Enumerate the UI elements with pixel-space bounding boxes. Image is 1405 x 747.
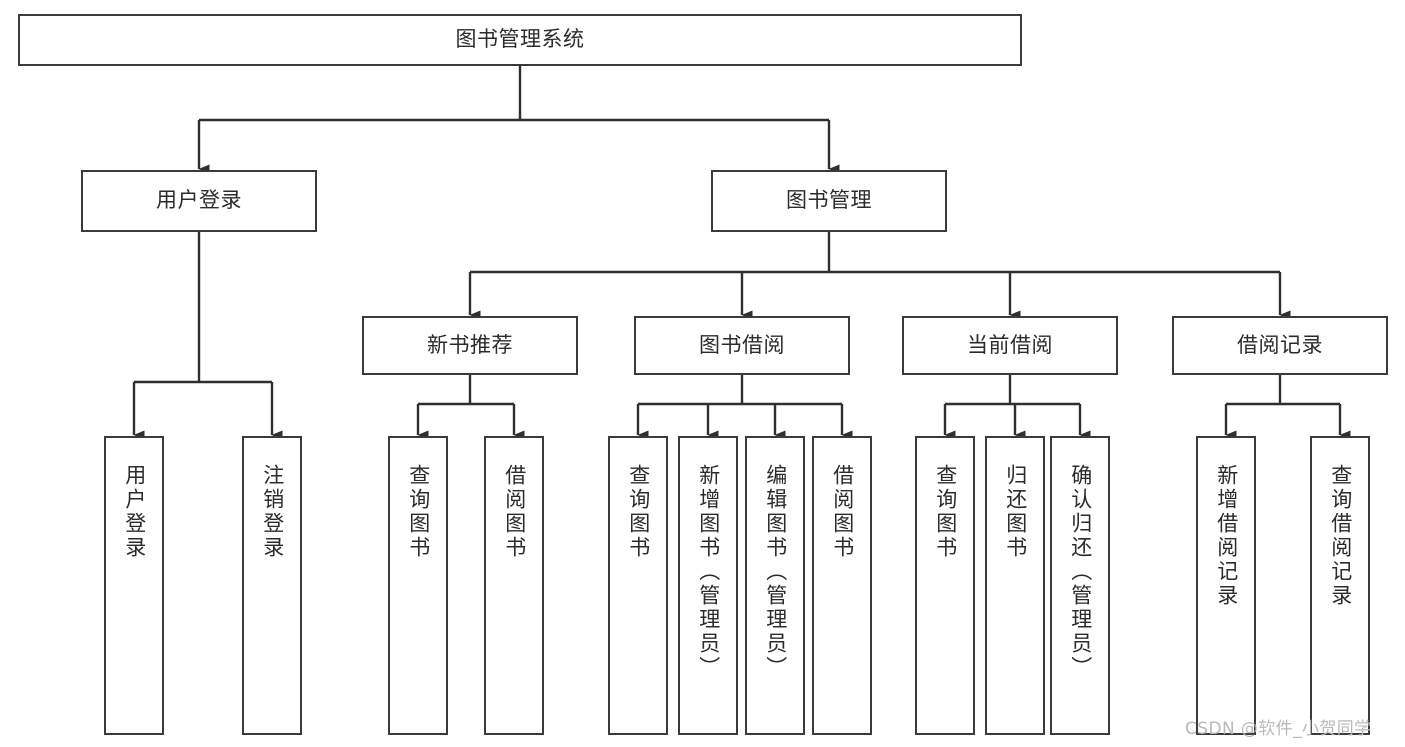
node-leaf-borrow-book-2[interactable]: 借阅图书 [812,436,872,735]
node-label: 图书管理 [786,188,872,213]
node-root-system[interactable]: 图书管理系统 [18,14,1022,66]
node-label: 新增借阅记录 [1214,464,1239,608]
node-new-book-recommend[interactable]: 新书推荐 [362,316,578,375]
node-label: 借阅记录 [1237,332,1323,357]
node-label: 注销登录 [260,464,285,560]
node-leaf-add-record[interactable]: 新增借阅记录 [1196,436,1256,735]
node-leaf-query-book-2[interactable]: 查询图书 [608,436,668,735]
node-current-borrow[interactable]: 当前借阅 [902,316,1118,375]
node-label: 新书推荐 [427,332,513,357]
node-label: 借阅图书 [502,464,527,560]
node-label: 用户登录 [122,464,147,560]
node-leaf-query-book-1[interactable]: 查询图书 [388,436,448,735]
node-label: 图书管理系统 [455,27,585,52]
node-leaf-query-record[interactable]: 查询借阅记录 [1310,436,1370,735]
node-leaf-return-book[interactable]: 归还图书 [985,436,1045,735]
node-leaf-add-book[interactable]: 新增图书（管理员） [678,436,738,735]
node-leaf-borrow-book-1[interactable]: 借阅图书 [484,436,544,735]
node-label: 新增图书（管理员） [696,464,721,680]
node-leaf-user-login[interactable]: 用户登录 [104,436,164,735]
node-label: 查询图书 [626,464,651,560]
node-borrow-record[interactable]: 借阅记录 [1172,316,1388,375]
node-label: 归还图书 [1003,464,1028,560]
node-label: 确认归还（管理员） [1068,464,1093,680]
node-leaf-edit-book[interactable]: 编辑图书（管理员） [745,436,805,735]
node-leaf-confirm-return[interactable]: 确认归还（管理员） [1050,436,1110,735]
node-label: 查询图书 [406,464,431,560]
node-leaf-logout[interactable]: 注销登录 [242,436,302,735]
node-label: 编辑图书（管理员） [763,464,788,680]
node-label: 查询图书 [933,464,958,560]
node-label: 图书借阅 [699,332,785,357]
node-label: 用户登录 [156,188,242,213]
node-book-borrow[interactable]: 图书借阅 [634,316,850,375]
node-leaf-query-book-3[interactable]: 查询图书 [915,436,975,735]
node-label: 查询借阅记录 [1328,464,1353,608]
node-book-manage[interactable]: 图书管理 [711,170,947,232]
node-user-login[interactable]: 用户登录 [81,170,317,232]
node-label: 借阅图书 [830,464,855,560]
node-label: 当前借阅 [967,332,1053,357]
csdn-watermark: CSDN @软件_小贺同学 [1185,719,1372,739]
